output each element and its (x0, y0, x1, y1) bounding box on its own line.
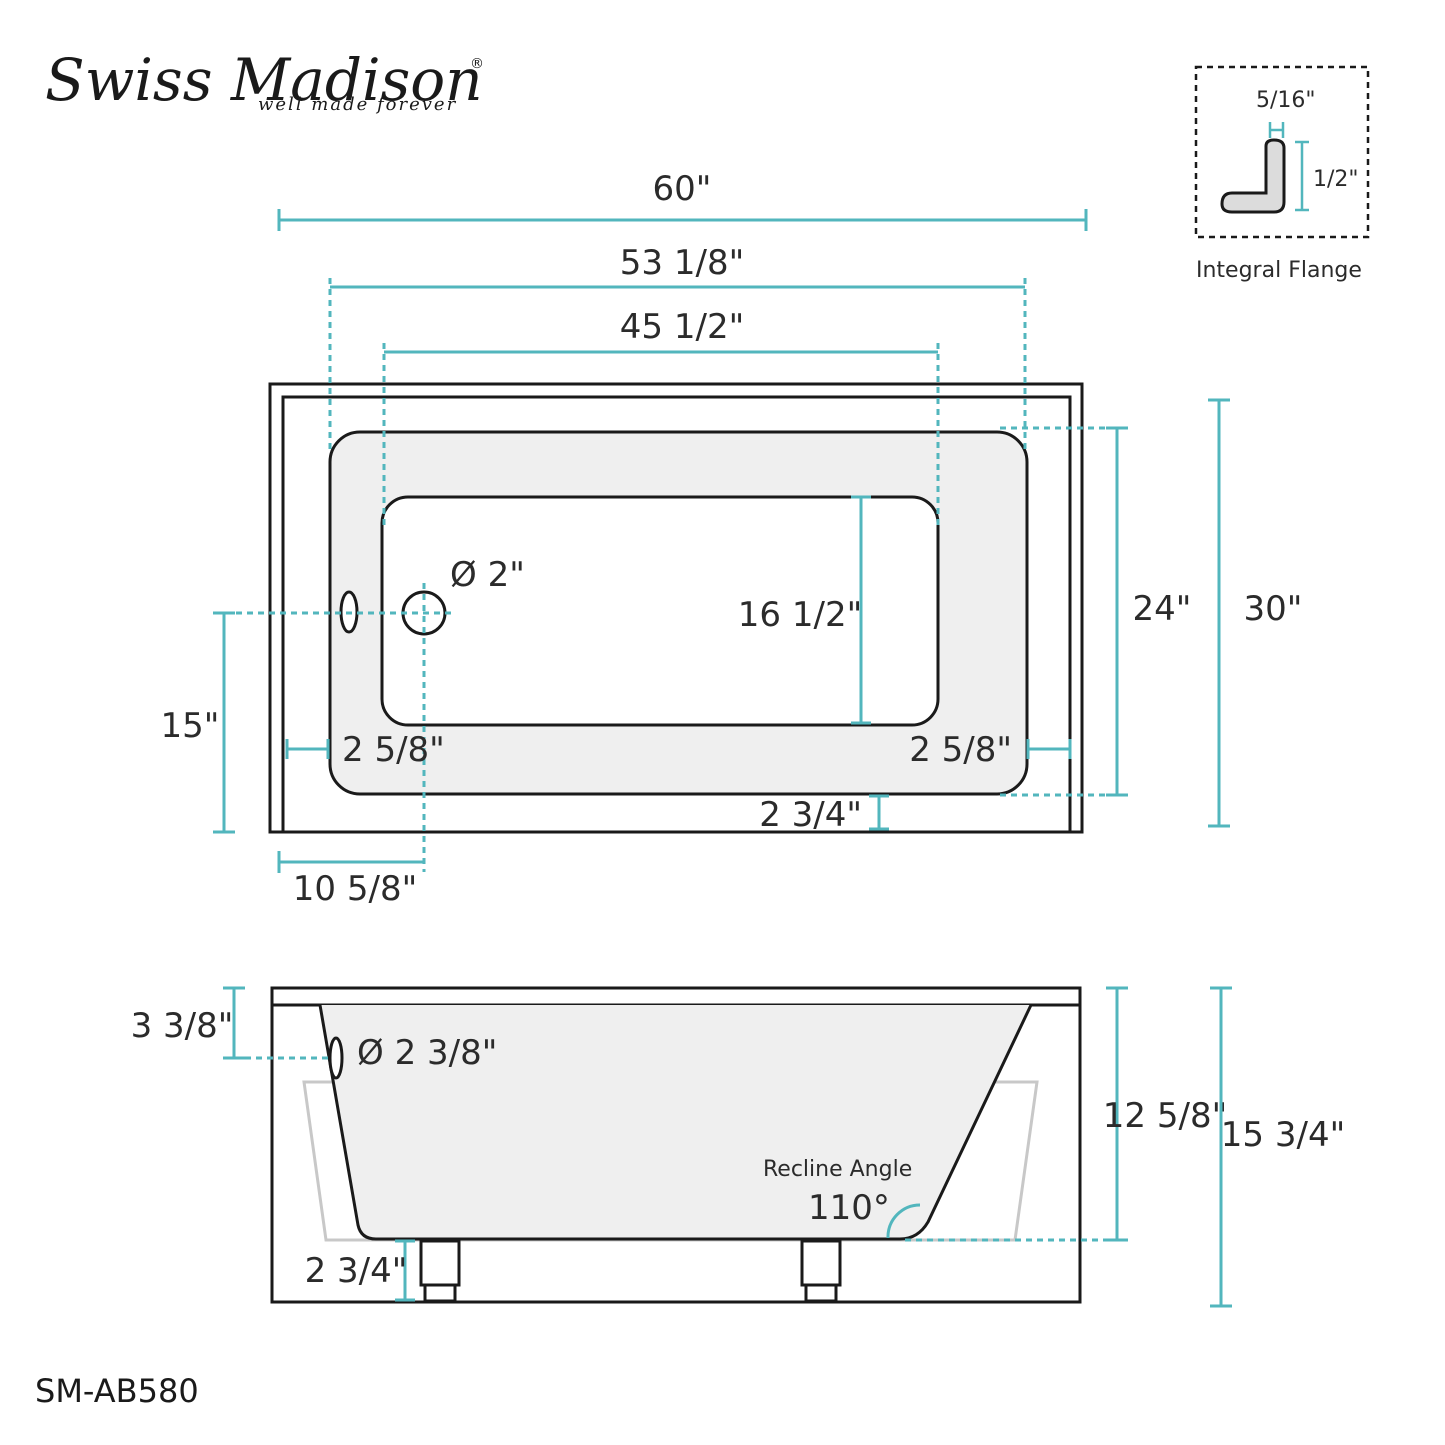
dim-overall-height: 15 3/4" (1221, 1115, 1345, 1155)
brand-tagline: well made forever (258, 94, 457, 115)
recline-angle-label: Recline Angle (763, 1157, 912, 1182)
dim-interior-depth: 12 5/8" (1103, 1096, 1227, 1136)
brand-name: Swiss Madison (45, 46, 483, 114)
side-view: Recline Angle 110° 3 3/8" Ø 2 3/8" 12 5/… (131, 986, 1345, 1308)
flange-height-label: 1/2" (1313, 167, 1359, 192)
dim-floor-width: 16 1/2" (738, 595, 862, 635)
dim-overall-length: 60" (653, 169, 712, 209)
top-view: 60" 53 1/8" 45 1/2" 16 1/2" 24" 30" Ø 2" (161, 169, 1303, 909)
brand-logo: Swiss Madison ® well made forever (45, 46, 484, 115)
model-number: SM-AB580 (35, 1372, 199, 1410)
dim-front-deck: 2 3/4" (759, 795, 862, 835)
dim-overflow-diameter: Ø 2 3/8" (357, 1033, 497, 1073)
flange-profile-icon (1220, 138, 1286, 214)
leg-left (419, 1239, 461, 1303)
dim-right-deck: 2 5/8" (909, 730, 1012, 770)
tub-basin-profile (318, 1004, 1033, 1241)
dim-drain-from-wall: 10 5/8" (293, 869, 417, 909)
leg-right (800, 1239, 842, 1303)
dim-rim-width: 24" (1133, 589, 1192, 629)
recline-angle-arc (886, 1203, 921, 1239)
flange-title: Integral Flange (1196, 258, 1362, 283)
dim-overflow-from-top: 3 3/8" (131, 1006, 234, 1046)
dim-left-deck: 2 5/8" (342, 730, 445, 770)
recline-angle-value: 110° (808, 1188, 890, 1228)
dim-drain-from-front: 15" (161, 706, 220, 746)
flange-detail-frame (1194, 65, 1370, 239)
dim-leg-height: 2 3/4" (305, 1251, 408, 1291)
side-overflow-icon (328, 1036, 344, 1080)
dim-rim-length: 53 1/8" (620, 243, 744, 283)
dim-drain-diameter: Ø 2" (450, 555, 525, 595)
tub-floor-outline (380, 495, 940, 727)
flange-thickness-label: 5/16" (1256, 88, 1316, 113)
dim-overall-width: 30" (1244, 589, 1303, 629)
flange-detail: 5/16" 1/2" Integral Flange (1194, 65, 1370, 283)
dim-floor-length: 45 1/2" (620, 307, 744, 347)
brand-registered-mark: ® (470, 56, 484, 72)
